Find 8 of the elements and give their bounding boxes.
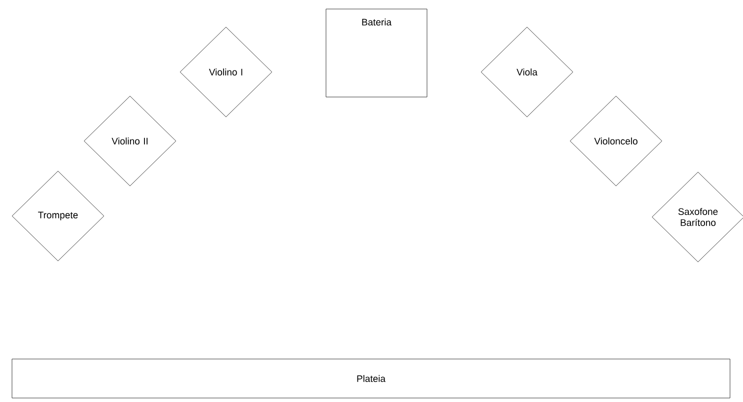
process-box: Plateia bbox=[12, 358, 730, 398]
diamond-node: Trompete bbox=[12, 170, 104, 262]
process-box: Bateria bbox=[326, 8, 428, 98]
diamond-node: Violoncelo bbox=[570, 96, 662, 186]
diamond-node: Violino II bbox=[84, 96, 176, 186]
diamond-node: Saxofone Barítono bbox=[652, 172, 743, 262]
diamond-node: Violino I bbox=[180, 26, 272, 118]
diamond-node: Viola bbox=[480, 26, 574, 118]
